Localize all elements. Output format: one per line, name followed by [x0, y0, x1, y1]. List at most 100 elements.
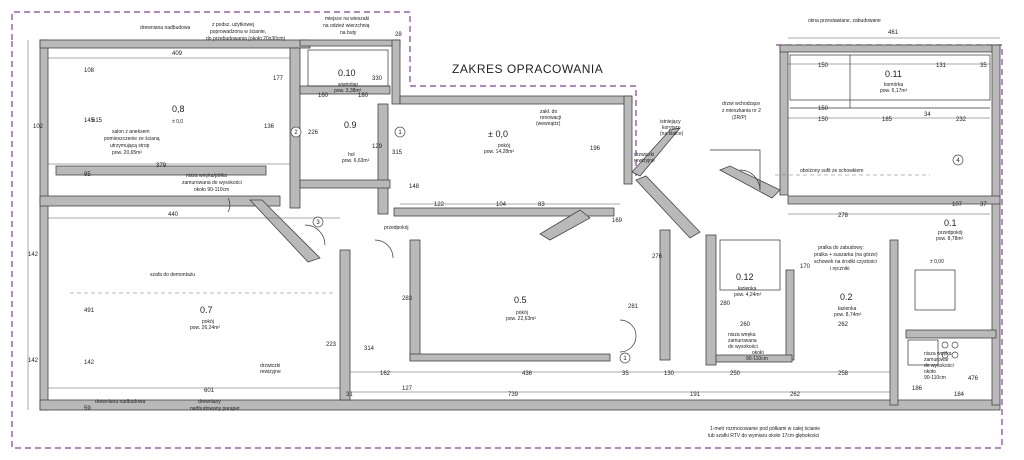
note-nisza-laz-2: zamurowana — [728, 338, 757, 344]
room-name-0-10: wiatrołap — [338, 82, 358, 88]
dim-184: 184 — [954, 392, 965, 398]
note-wieszaki-1: miejsce na wieszaki — [325, 16, 369, 22]
dim-160: 160 — [318, 93, 329, 99]
note-obnizony-sufit: obniżony sufit ze schowkiem — [800, 168, 863, 174]
note-drzwi-2: z mieszkania nr 2 — [722, 108, 761, 114]
interior-lines — [70, 49, 991, 366]
dim-34: 34 — [924, 112, 931, 118]
note-drzwiczki-rew-2: rewizyjne — [260, 369, 281, 375]
dim-150a: 150 — [818, 63, 829, 69]
room-area-0-5: pow. 22,63m² — [506, 316, 536, 322]
dim-436: 436 — [522, 371, 533, 377]
dim-136: 136 — [264, 124, 275, 130]
dim-169: 169 — [612, 218, 623, 224]
note-rozmocowanie-2: lub szafki RTV do wymiaru około 17cm głę… — [708, 433, 819, 439]
note-drewniana-nadbudowa-top: drewniana nadbudowa — [140, 25, 191, 31]
dim-127: 127 — [402, 386, 413, 392]
dimension-lines — [27, 37, 1000, 410]
marker-2: 2 — [294, 130, 298, 136]
note-rewizyjne-2: rewizyjne — [634, 158, 655, 164]
dim-461: 461 — [888, 30, 899, 36]
room-code-0-8: 0,8 — [172, 104, 185, 114]
dim-281: 281 — [628, 304, 639, 310]
dim-601: 601 — [204, 388, 215, 394]
dim-142b: 142 — [28, 358, 39, 364]
note-nisza-laz-5: 90-110cm — [746, 356, 768, 362]
dim-148: 148 — [409, 184, 420, 190]
note-podsufitka-2: poprowadzona w ścianie, — [210, 29, 266, 35]
dim-260: 260 — [740, 322, 751, 328]
note-nisza-p2-5: 90-110cm — [924, 375, 946, 381]
dim-104: 104 — [496, 202, 507, 208]
dim-145: 145 — [84, 118, 95, 124]
dim-131: 131 — [936, 63, 947, 69]
dim-37: 37 — [980, 202, 987, 208]
note-podsufitka-3: do przebudowania (około 20x30cm) — [206, 36, 286, 42]
dim-59: 59 — [84, 406, 91, 412]
note-salon-4: pow. 20,65m² — [112, 150, 142, 156]
note-wieszaki-2: na odzież wierzchnią — [323, 23, 370, 29]
room-area-0-12: pow. 4,24m² — [734, 292, 762, 298]
dim-280: 280 — [720, 301, 731, 307]
dim-129: 129 — [372, 144, 383, 150]
note-nisza-p2-2: zamurowar — [924, 357, 949, 363]
dim-314: 314 — [364, 346, 375, 352]
dim-491: 491 — [84, 308, 95, 314]
note-drzwi-1: drzwi wchodzące — [722, 101, 760, 107]
dim-191: 191 — [690, 392, 701, 398]
dim-262b: 262 — [838, 322, 849, 328]
dim-258: 258 — [838, 371, 849, 377]
level-0-1: ± 0,00 — [930, 259, 944, 265]
note-drewniany-2: nadbudowany parapet — [190, 406, 240, 412]
room-name-pokoj-14: pokój — [498, 143, 510, 149]
section-markers: 2 1 3 4 1 — [290, 126, 964, 364]
note-pralka-1: pralka do zabudowy: — [818, 245, 864, 251]
note-nisza-p2-4: około — [924, 369, 936, 375]
dim-232: 232 — [956, 117, 967, 123]
dim-250: 250 — [730, 371, 741, 377]
dim-278: 278 — [838, 213, 849, 219]
note-korytarz-3: (na klatce) — [660, 131, 684, 137]
note-korytarz-1: istniejący — [660, 119, 681, 125]
note-nisza-laz-1: nisza wnęka — [728, 332, 756, 338]
dim-186: 186 — [912, 386, 923, 392]
door-swings — [227, 169, 761, 353]
plan-title: ZAKRES OPRACOWANIA — [452, 62, 603, 76]
note-drewniany-1: drewniany — [198, 399, 221, 405]
dim-35b: 35 — [622, 371, 629, 377]
note-nisza-p2-3: do wysokości — [924, 363, 954, 369]
dim-107: 107 — [952, 202, 963, 208]
note-zakl-2: renowacji — [540, 115, 561, 121]
room-name-0-11: komórka — [884, 82, 903, 88]
note-zakl-1: zakł. do — [540, 109, 557, 115]
room-area-0-1: pow. 8,78m² — [936, 236, 964, 242]
scope-boundary-left — [11, 11, 637, 178]
marker-4: 4 — [956, 158, 960, 164]
room-area-0-9: pow. 6,63m² — [342, 158, 370, 164]
room-name-0-1: przedpokój — [938, 230, 962, 236]
note-rewizyjne-1: drzwiczki — [634, 152, 654, 158]
note-nisza-laz-4: około — [752, 350, 764, 356]
room-code-0-9: 0.9 — [344, 120, 357, 130]
dim-180: 180 — [358, 93, 369, 99]
room-name-0-5: pokój — [516, 310, 528, 316]
note-drzwiczki-rew-1: drzwiczki — [260, 363, 280, 369]
dim-35: 35 — [980, 63, 987, 69]
room-name-0-2: łazienka — [838, 306, 857, 312]
note-okna: okna przestawiane, zabudowane — [808, 18, 881, 24]
note-nisza-laz-3: do wysokości — [728, 344, 758, 350]
outer-walls — [39, 39, 1001, 411]
dim-379: 379 — [156, 163, 167, 169]
room-code-0-10: 0.10 — [338, 68, 356, 78]
dim-122: 122 — [434, 202, 445, 208]
note-nisza-p2-1: nisza wnęka — [924, 351, 952, 357]
note-drewniana-nadbudowa-bottom: drewniana nadbudowa — [95, 399, 146, 405]
dim-28: 28 — [395, 32, 402, 38]
dim-108: 108 — [84, 68, 95, 74]
dimension-labels: 409 28 461 150 131 35 150 150 185 34 232… — [28, 30, 987, 412]
diagonal-walls — [249, 127, 781, 263]
note-salon-3: utrzymującą strop — [110, 143, 150, 149]
dim-476: 476 — [968, 376, 979, 382]
dim-150b: 150 — [818, 106, 829, 112]
